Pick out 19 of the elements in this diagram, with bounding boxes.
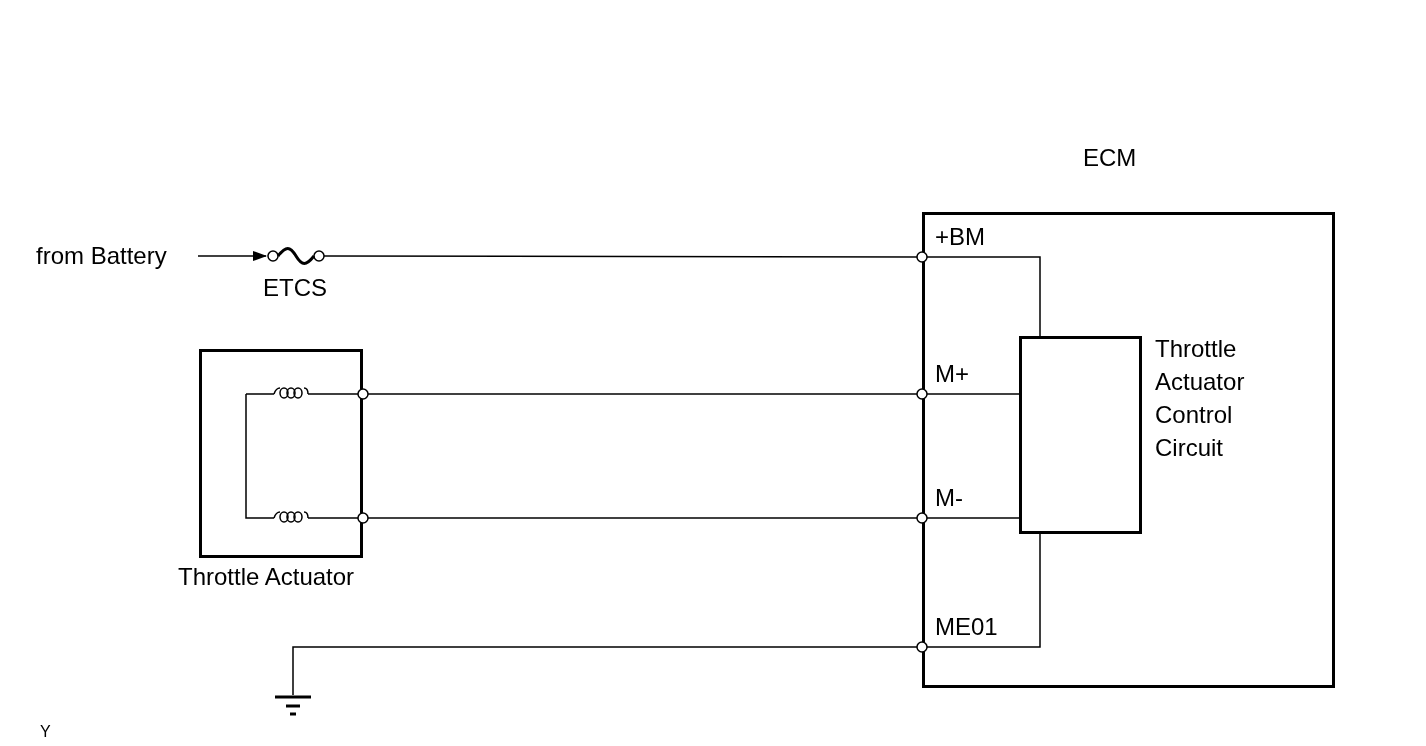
pin-label: M- <box>935 484 963 512</box>
source-label: from Battery <box>36 241 192 271</box>
wire <box>926 393 1020 395</box>
unit-label: Throttle Actuator <box>178 563 355 591</box>
pin-label: +BM <box>935 223 985 251</box>
unit-label: ECM <box>1083 144 1137 172</box>
pin-label: M+ <box>935 360 969 388</box>
circuit-label: Throttle Actuator Control Circuit <box>1155 334 1246 463</box>
wire <box>926 256 1041 337</box>
wire <box>926 533 1041 648</box>
wire <box>323 255 918 258</box>
wire <box>367 517 918 519</box>
wire <box>926 517 1020 519</box>
fuse-label: ETCS <box>263 274 327 302</box>
wire <box>292 646 918 696</box>
arrow <box>197 251 267 261</box>
pin-label: ME01 <box>935 613 998 641</box>
corner-mark: Y <box>40 722 51 742</box>
wire <box>367 393 918 395</box>
